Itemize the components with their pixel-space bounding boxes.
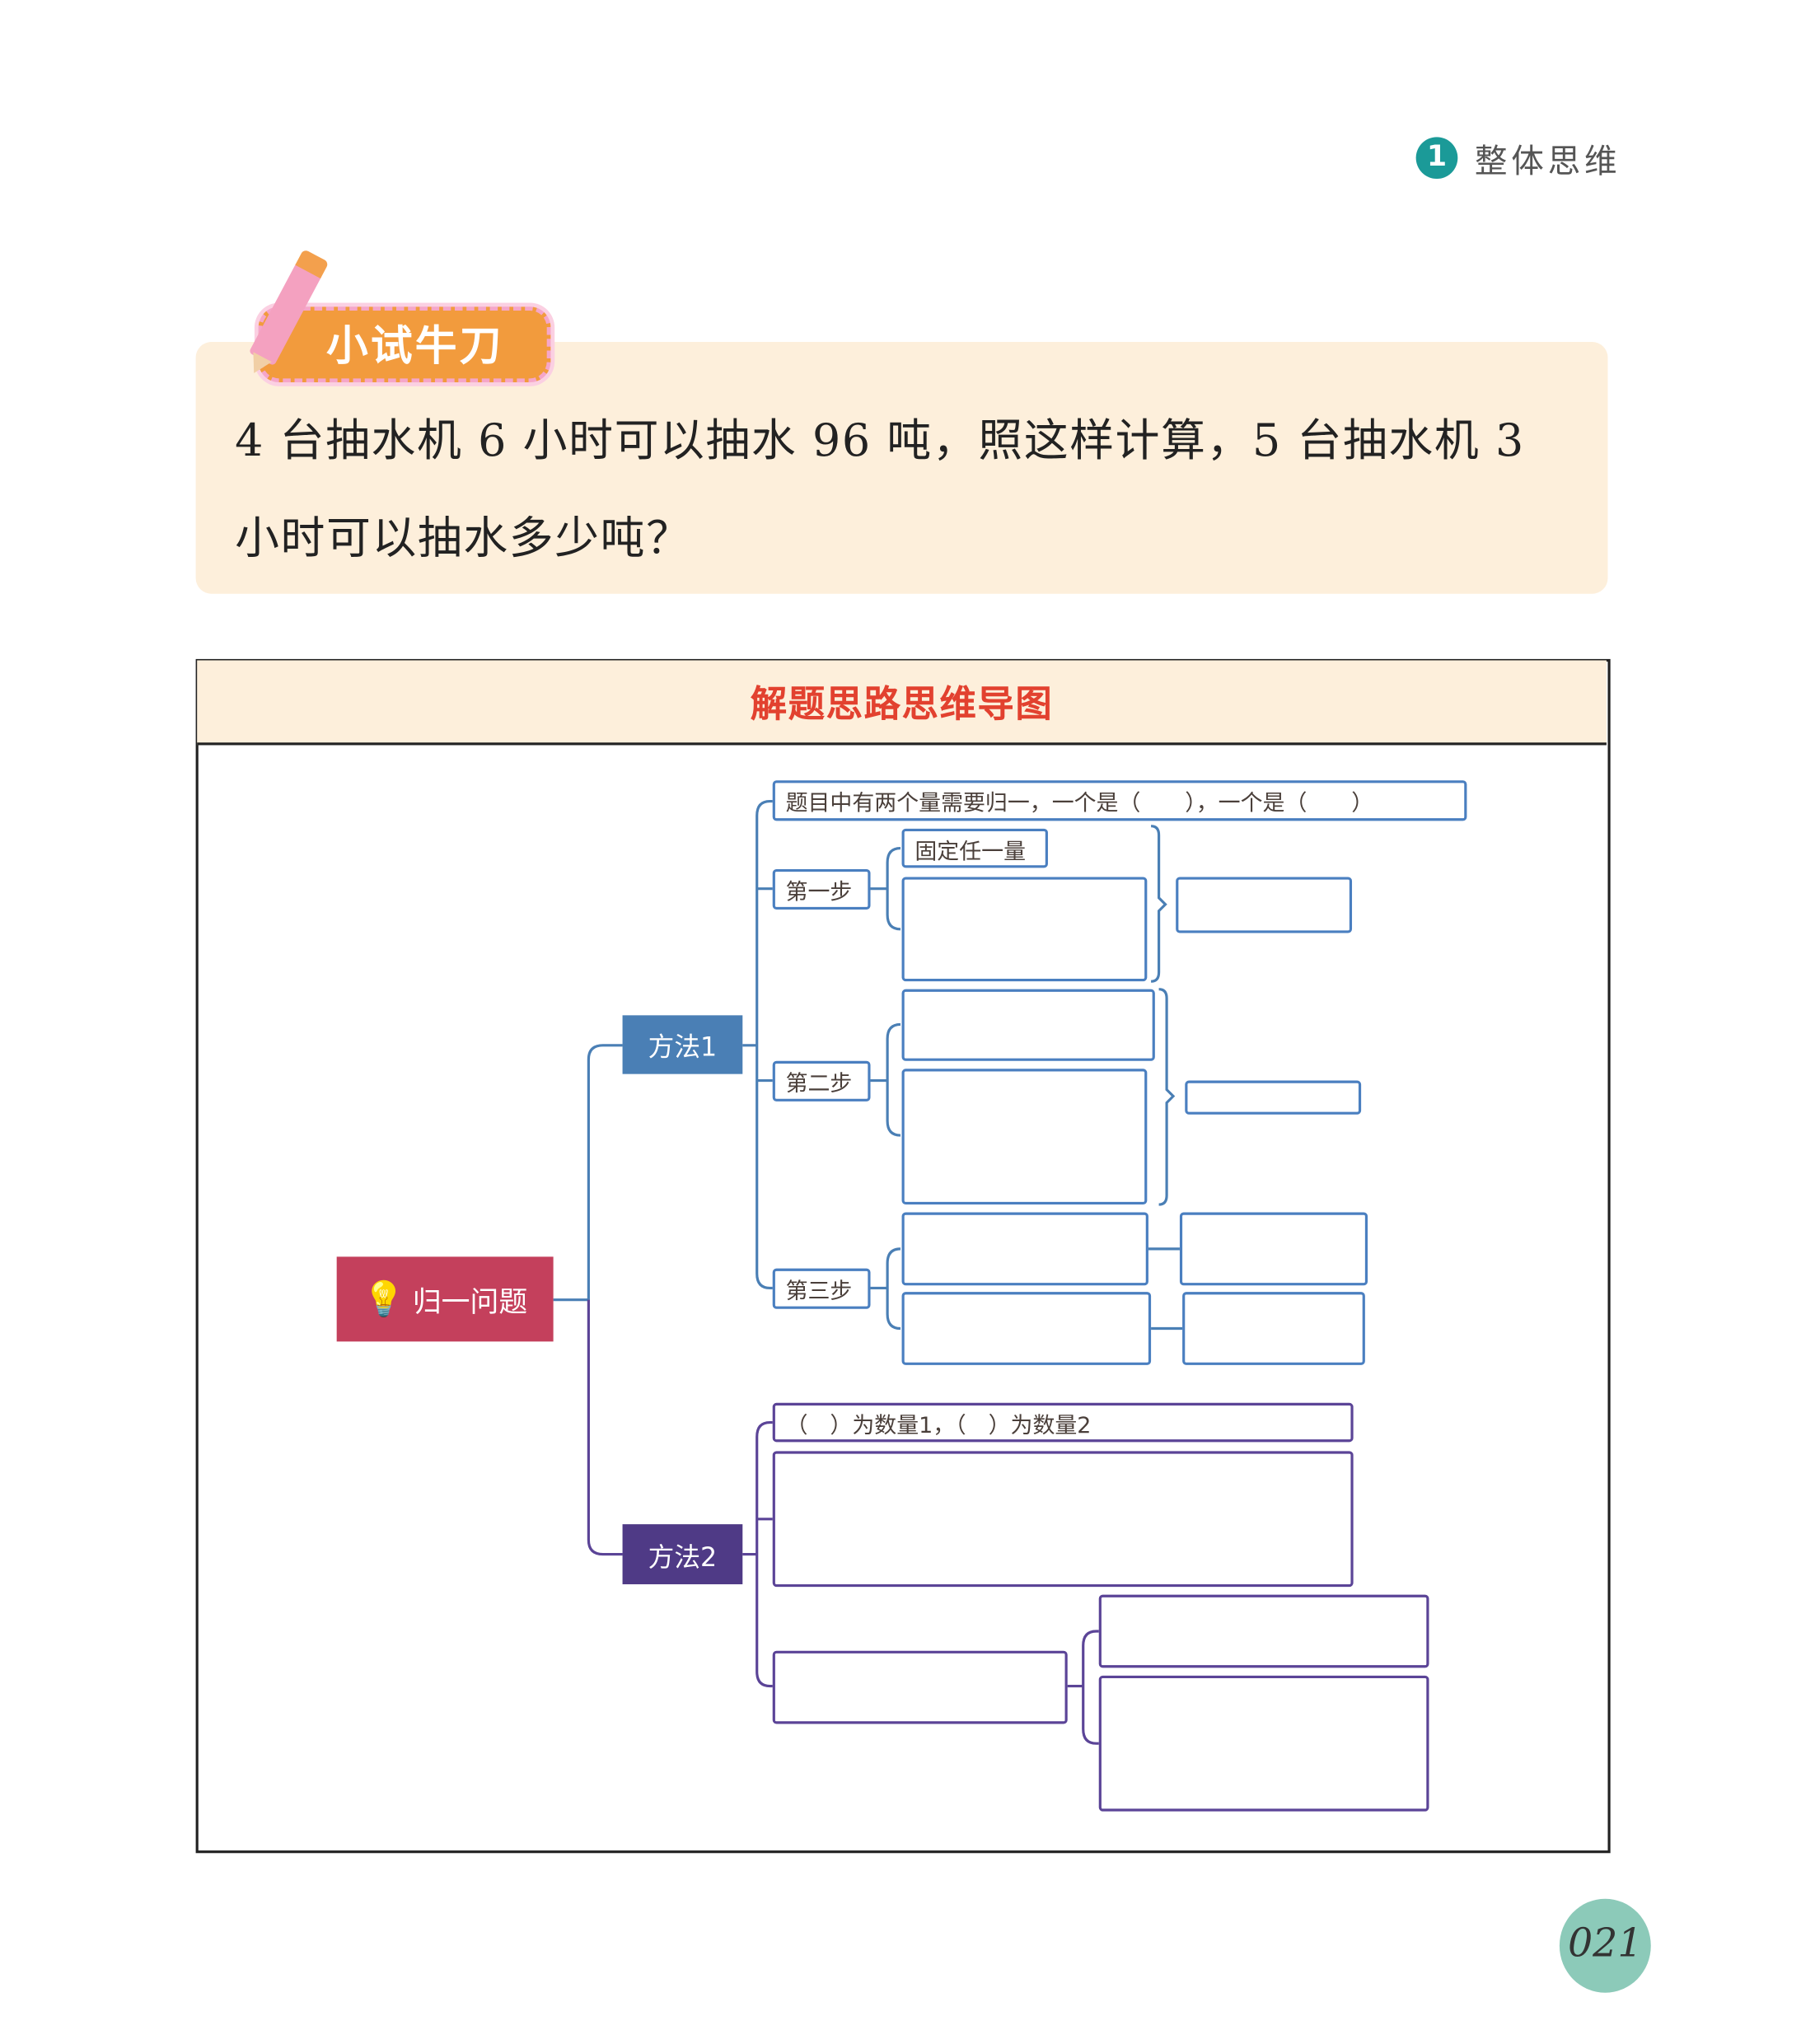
- answer-box[interactable]: [1185, 1080, 1362, 1115]
- method2-node[interactable]: 方法2: [622, 1524, 743, 1584]
- method2-intro-box[interactable]: （ ）为数量1，（ ）为数量2: [772, 1402, 1354, 1443]
- answer-box[interactable]: [901, 877, 1148, 982]
- question-line-2: 小时可以抽水多少吨？: [235, 512, 692, 565]
- chapter-number-badge: 1: [1415, 137, 1458, 180]
- mindmap-title: 解题思路思维导图: [750, 682, 1054, 726]
- root-node[interactable]: 💡 归一问题: [336, 1256, 554, 1342]
- answer-box[interactable]: [1176, 877, 1353, 933]
- exercise-panel: [195, 342, 1608, 594]
- exercise-badge-label: 小试牛刀: [326, 320, 504, 371]
- root-node-label: 归一问题: [412, 1286, 528, 1319]
- lightbulb-icon: 💡: [363, 1279, 405, 1319]
- page-number-badge: [1559, 1898, 1651, 1993]
- fix-quantity-node[interactable]: 固定任一量: [901, 828, 1048, 868]
- answer-box[interactable]: [772, 1650, 1068, 1724]
- chapter-title: 整体思维: [1474, 142, 1621, 180]
- method1-node[interactable]: 方法1: [622, 1015, 743, 1074]
- step1-node[interactable]: 第一步: [772, 868, 871, 910]
- step3-node[interactable]: 第三步: [772, 1268, 871, 1309]
- mindmap-header: [197, 660, 1607, 746]
- exercise-badge: [258, 306, 551, 383]
- answer-box[interactable]: [1179, 1212, 1368, 1286]
- page-number: 021: [1567, 1920, 1643, 1967]
- answer-box[interactable]: [772, 1451, 1354, 1588]
- answer-box[interactable]: [1182, 1292, 1365, 1365]
- answer-box[interactable]: [1098, 1594, 1429, 1668]
- answer-box[interactable]: [901, 1212, 1148, 1286]
- answer-box[interactable]: [901, 1069, 1148, 1205]
- step2-node[interactable]: 第二步: [772, 1060, 871, 1102]
- answer-box[interactable]: [901, 989, 1155, 1061]
- question-line-1: 4 台抽水机 6 小时可以抽水 96 吨，照这样计算，5 台抽水机 3: [235, 414, 1525, 468]
- answer-box[interactable]: [1098, 1675, 1429, 1812]
- answer-box[interactable]: [901, 1292, 1152, 1365]
- method1-intro-box[interactable]: 题目中有两个量需要归一，一个是（ ），一个是（ ）: [772, 780, 1467, 821]
